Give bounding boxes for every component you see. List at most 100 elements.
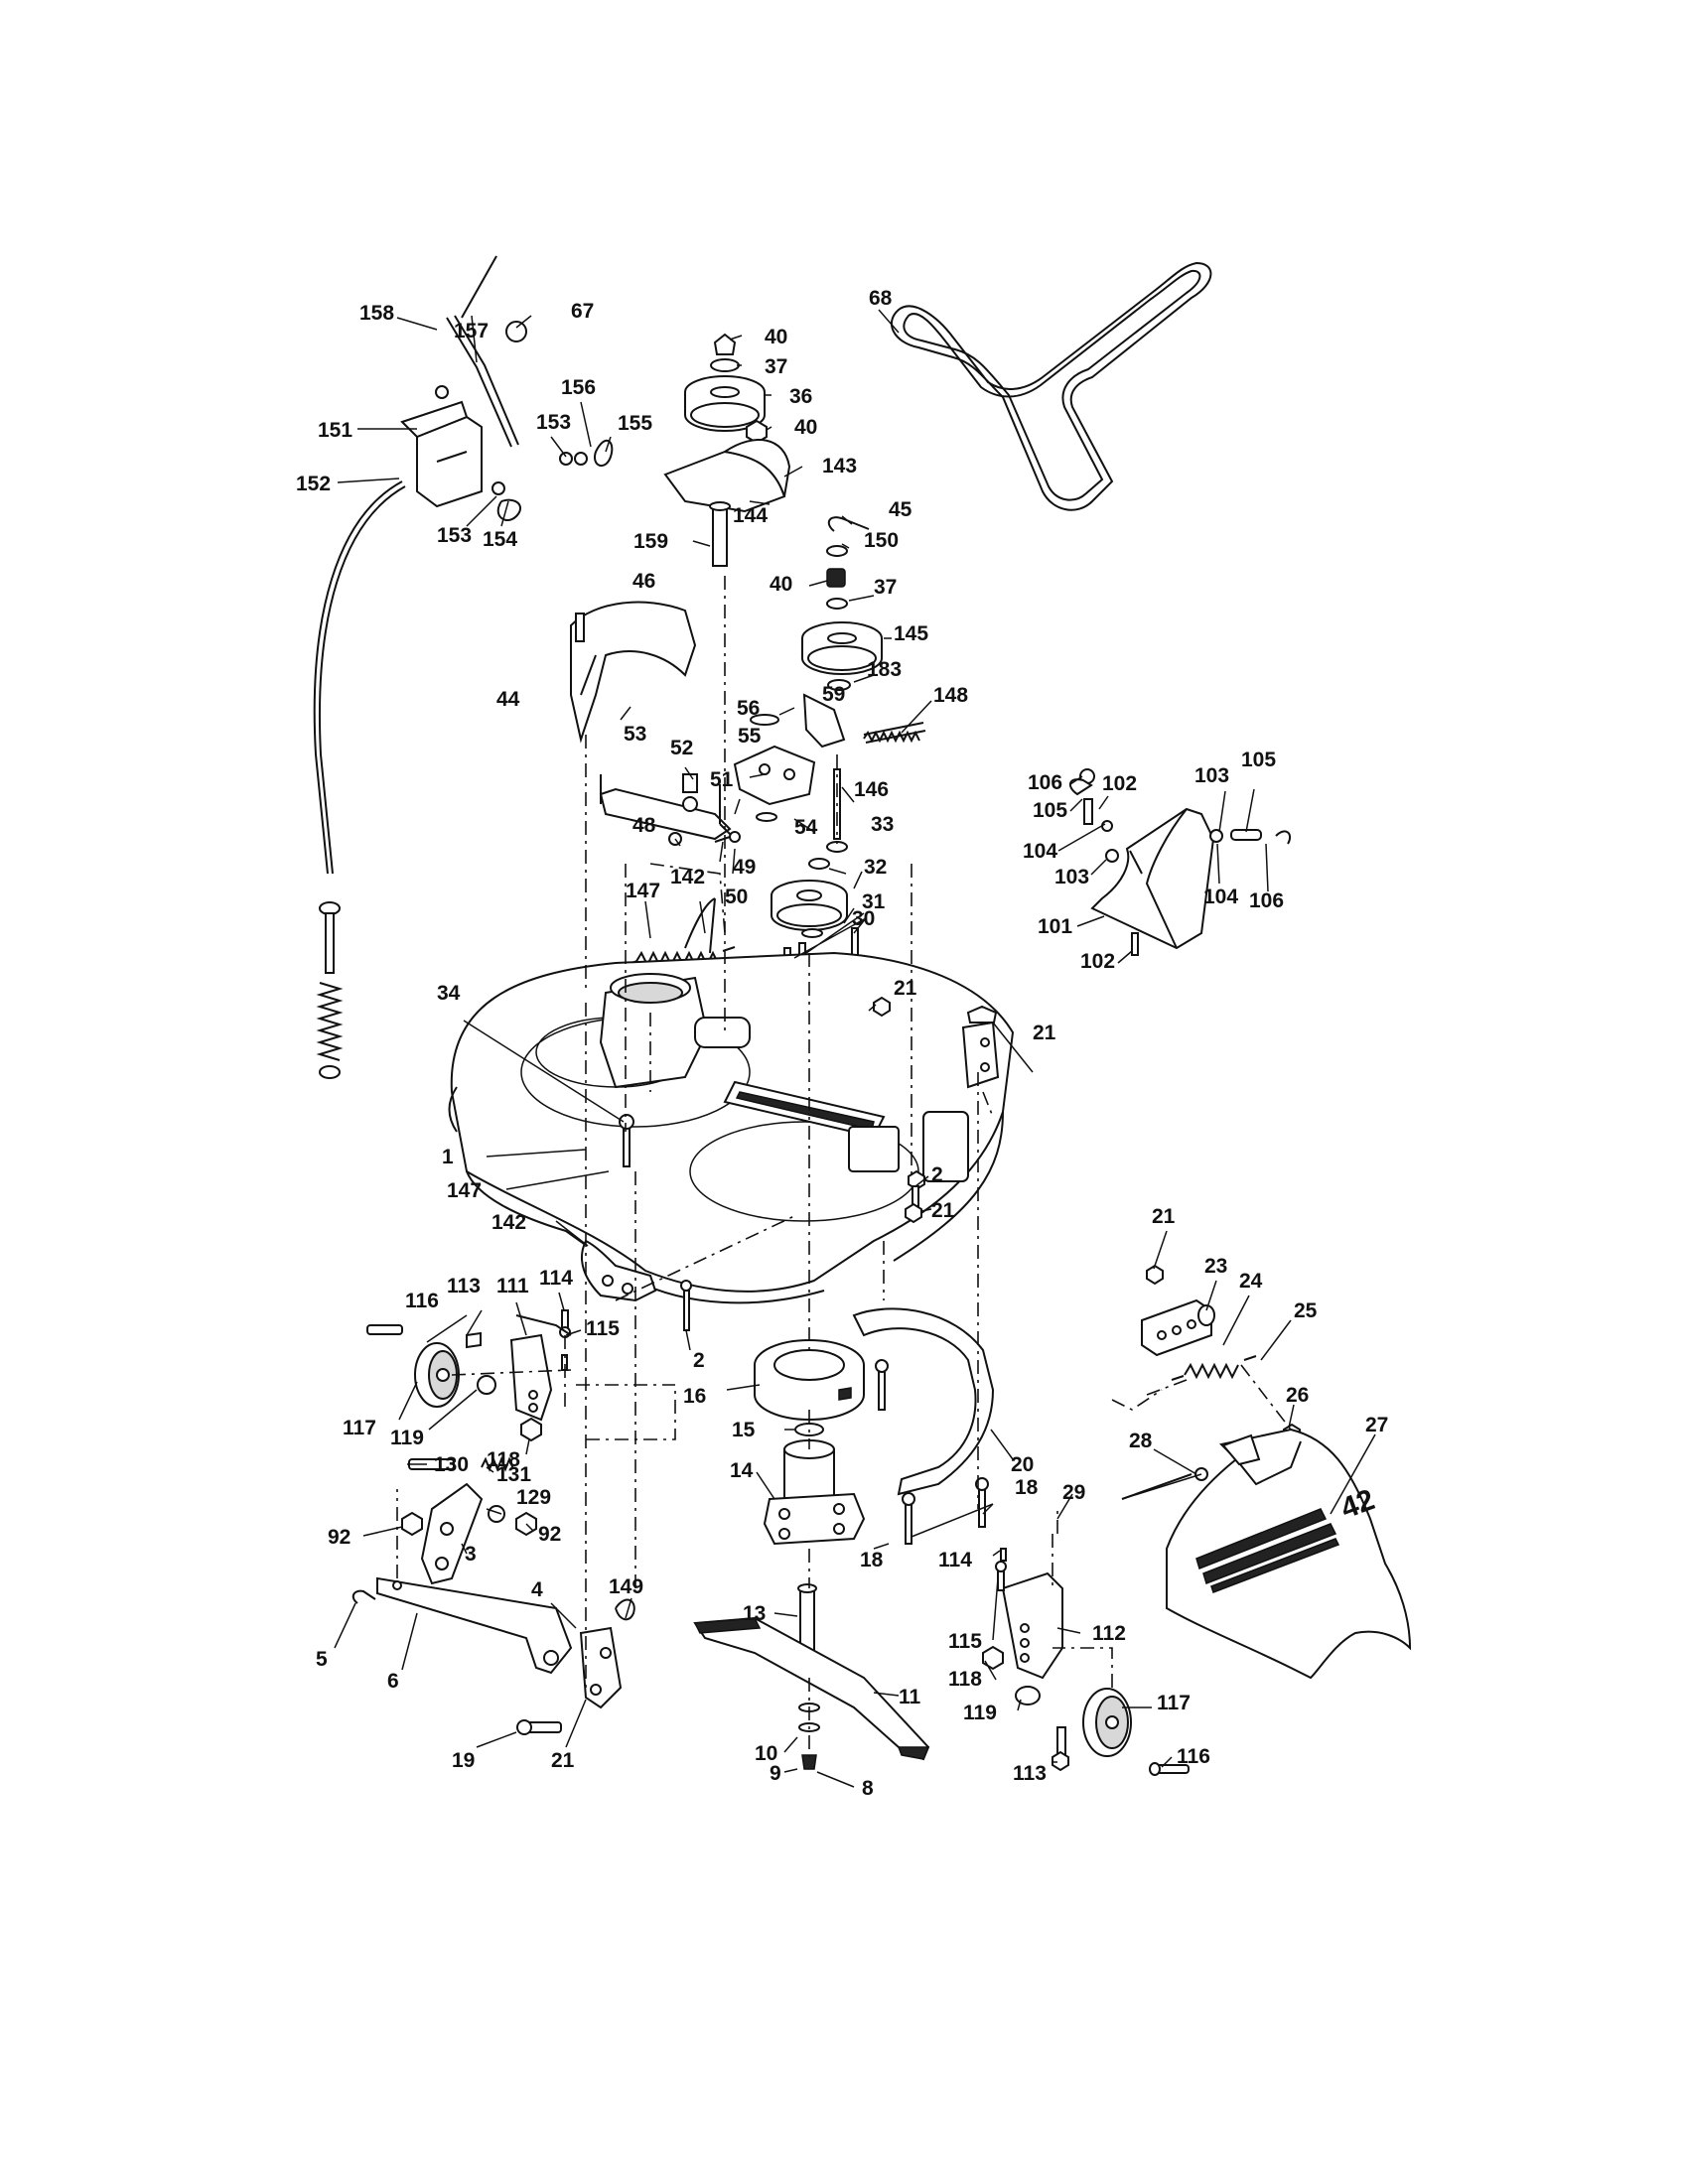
callout-142: 142	[491, 1211, 526, 1234]
callout-20: 20	[1011, 1453, 1034, 1476]
callout-114: 114	[539, 1267, 573, 1290]
deck-support-arm	[852, 1307, 995, 1545]
callout-45: 45	[889, 498, 912, 521]
callout-92: 92	[538, 1523, 561, 1546]
callout-147: 147	[447, 1179, 482, 1202]
spindle-housing-ring	[754, 1339, 865, 1436]
callout-28: 28	[1129, 1430, 1153, 1452]
callout-37: 37	[765, 355, 787, 378]
callout-50: 50	[725, 886, 748, 908]
callout-117: 117	[1157, 1692, 1191, 1714]
callout-152: 152	[296, 473, 331, 495]
callout-37: 37	[874, 576, 897, 599]
callout-29: 29	[1062, 1481, 1085, 1504]
callout-40: 40	[770, 573, 792, 596]
callout-15: 15	[732, 1419, 756, 1441]
callout-16: 16	[683, 1385, 706, 1408]
callout-9: 9	[770, 1762, 781, 1785]
callout-leaders	[334, 309, 1376, 1788]
callout-14: 14	[730, 1459, 754, 1482]
callout-153: 153	[437, 524, 472, 547]
callout-13: 13	[743, 1602, 766, 1625]
callout-151: 151	[318, 419, 352, 442]
callout-4: 4	[531, 1578, 543, 1601]
discharge-shield	[1068, 768, 1292, 956]
callout-143: 143	[822, 455, 857, 478]
callout-52: 52	[670, 737, 693, 759]
callout-117: 117	[343, 1417, 376, 1439]
lift-cable-assembly	[313, 480, 406, 1079]
callout-158: 158	[359, 302, 394, 325]
callout-92: 92	[328, 1526, 351, 1549]
callout-5: 5	[316, 1648, 328, 1671]
lift-lever-bracket	[400, 255, 614, 521]
callout-153: 153	[536, 411, 571, 434]
callout-102: 102	[1080, 950, 1115, 973]
callout-27: 27	[1365, 1414, 1388, 1436]
callout-46: 46	[632, 570, 655, 593]
callout-119: 119	[390, 1427, 424, 1449]
callout-49: 49	[733, 856, 756, 879]
callout-32: 32	[864, 856, 887, 879]
chute-hinge-bracket	[1141, 1264, 1301, 1444]
callout-142: 142	[670, 866, 705, 888]
callout-34: 34	[437, 982, 461, 1005]
callout-24: 24	[1239, 1270, 1263, 1293]
callout-149: 149	[609, 1575, 643, 1598]
deck-fasteners	[619, 996, 925, 1331]
callout-146: 146	[854, 778, 889, 801]
callout-21: 21	[1152, 1205, 1176, 1228]
callout-118: 118	[948, 1668, 982, 1691]
callout-18: 18	[860, 1549, 884, 1571]
callout-147: 147	[626, 880, 660, 902]
callout-103: 103	[1054, 866, 1089, 888]
belt-guide	[570, 601, 697, 744]
callout-36: 36	[789, 385, 812, 408]
callout-21: 21	[1033, 1022, 1056, 1044]
callout-59: 59	[822, 683, 845, 706]
callout-2: 2	[693, 1349, 705, 1372]
callout-115: 115	[948, 1630, 982, 1653]
callout-31: 31	[862, 890, 886, 913]
callout-103: 103	[1194, 764, 1229, 787]
part-number-labels: 67 157 158 156 151 153 155 152 153 154 4…	[296, 287, 1388, 1800]
callout-115: 115	[586, 1317, 620, 1340]
callout-25: 25	[1294, 1299, 1318, 1322]
callout-144: 144	[733, 504, 768, 527]
callout-3: 3	[465, 1543, 477, 1566]
callout-56: 56	[737, 697, 760, 720]
callout-104: 104	[1023, 840, 1057, 863]
callout-130: 130	[434, 1453, 469, 1476]
callout-112: 112	[1092, 1622, 1126, 1645]
callout-33: 33	[871, 813, 894, 836]
callout-40: 40	[765, 326, 787, 348]
callout-101: 101	[1038, 915, 1072, 938]
callout-51: 51	[710, 768, 734, 791]
callout-154: 154	[483, 528, 517, 551]
callout-102: 102	[1102, 772, 1137, 795]
callout-129: 129	[516, 1486, 551, 1509]
callout-19: 19	[452, 1749, 475, 1772]
callout-2: 2	[931, 1163, 943, 1186]
callout-113: 113	[1013, 1762, 1047, 1785]
lift-link-assembly	[351, 1456, 635, 1735]
callout-156: 156	[561, 376, 596, 399]
anti-scalp-wheel-left	[366, 1309, 572, 1442]
callout-53: 53	[624, 723, 646, 746]
assembly-leader-lines	[396, 576, 1292, 1757]
callout-106: 106	[1028, 771, 1062, 794]
callout-131: 131	[496, 1463, 531, 1486]
callout-23: 23	[1204, 1255, 1227, 1278]
callout-40: 40	[794, 416, 817, 439]
callout-18: 18	[1015, 1476, 1039, 1499]
mower-blade	[693, 1616, 930, 1770]
callout-68: 68	[869, 287, 893, 310]
callout-111: 111	[496, 1275, 529, 1297]
callout-26: 26	[1286, 1384, 1309, 1407]
callout-21: 21	[931, 1199, 955, 1222]
callout-155: 155	[618, 412, 652, 435]
callout-21: 21	[894, 977, 917, 1000]
callout-157: 157	[454, 320, 489, 342]
callout-8: 8	[862, 1777, 874, 1800]
